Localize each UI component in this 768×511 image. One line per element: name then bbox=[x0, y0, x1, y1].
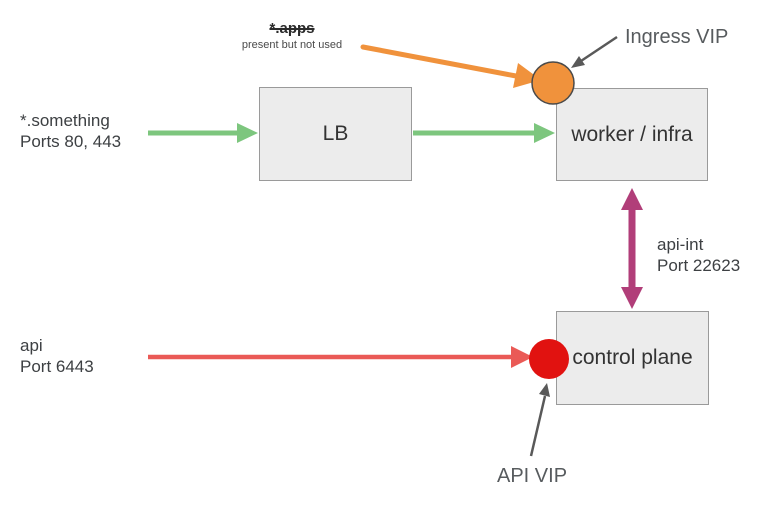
api-label: api Port 6443 bbox=[20, 335, 94, 377]
apps-annotation: *.apps present but not used bbox=[231, 20, 353, 52]
node-control-plane: control plane bbox=[556, 311, 709, 405]
api-vip-label: API VIP bbox=[497, 465, 568, 487]
api-int-label: api-int Port 22623 bbox=[657, 234, 740, 276]
node-lb-label: LB bbox=[322, 122, 349, 145]
ingress-vip-label: Ingress VIP bbox=[625, 26, 729, 48]
api-line2: Port 6443 bbox=[20, 357, 94, 376]
node-lb: LB bbox=[259, 87, 412, 181]
api-line1: api bbox=[20, 336, 43, 355]
gray-pointer-api-vip bbox=[529, 383, 550, 457]
green-arrow-ingress-to-lb bbox=[148, 123, 258, 143]
node-worker-infra-label: worker / infra bbox=[571, 122, 693, 146]
api-int-line2: Port 22623 bbox=[657, 256, 741, 275]
wildcard-ingress-line2: Ports 80, 443 bbox=[20, 132, 122, 151]
purple-double-arrow-api-int bbox=[621, 188, 643, 309]
node-control-plane-label: control plane bbox=[572, 346, 693, 369]
node-worker-infra: worker / infra bbox=[556, 88, 708, 181]
green-arrow-lb-to-worker bbox=[413, 123, 555, 143]
api-int-line1: api-int bbox=[657, 235, 704, 254]
orange-arrow-apps-to-ingress-vip bbox=[360, 44, 541, 88]
wildcard-ingress-line1: *.something bbox=[20, 111, 110, 130]
red-arrow-api-to-api-vip bbox=[148, 346, 533, 368]
gray-pointer-ingress-vip bbox=[571, 35, 618, 68]
wildcard-ingress-label: *.something Ports 80, 443 bbox=[20, 110, 121, 152]
apps-label-strikethrough: *.apps bbox=[269, 20, 315, 37]
apps-note: present but not used bbox=[241, 39, 343, 51]
